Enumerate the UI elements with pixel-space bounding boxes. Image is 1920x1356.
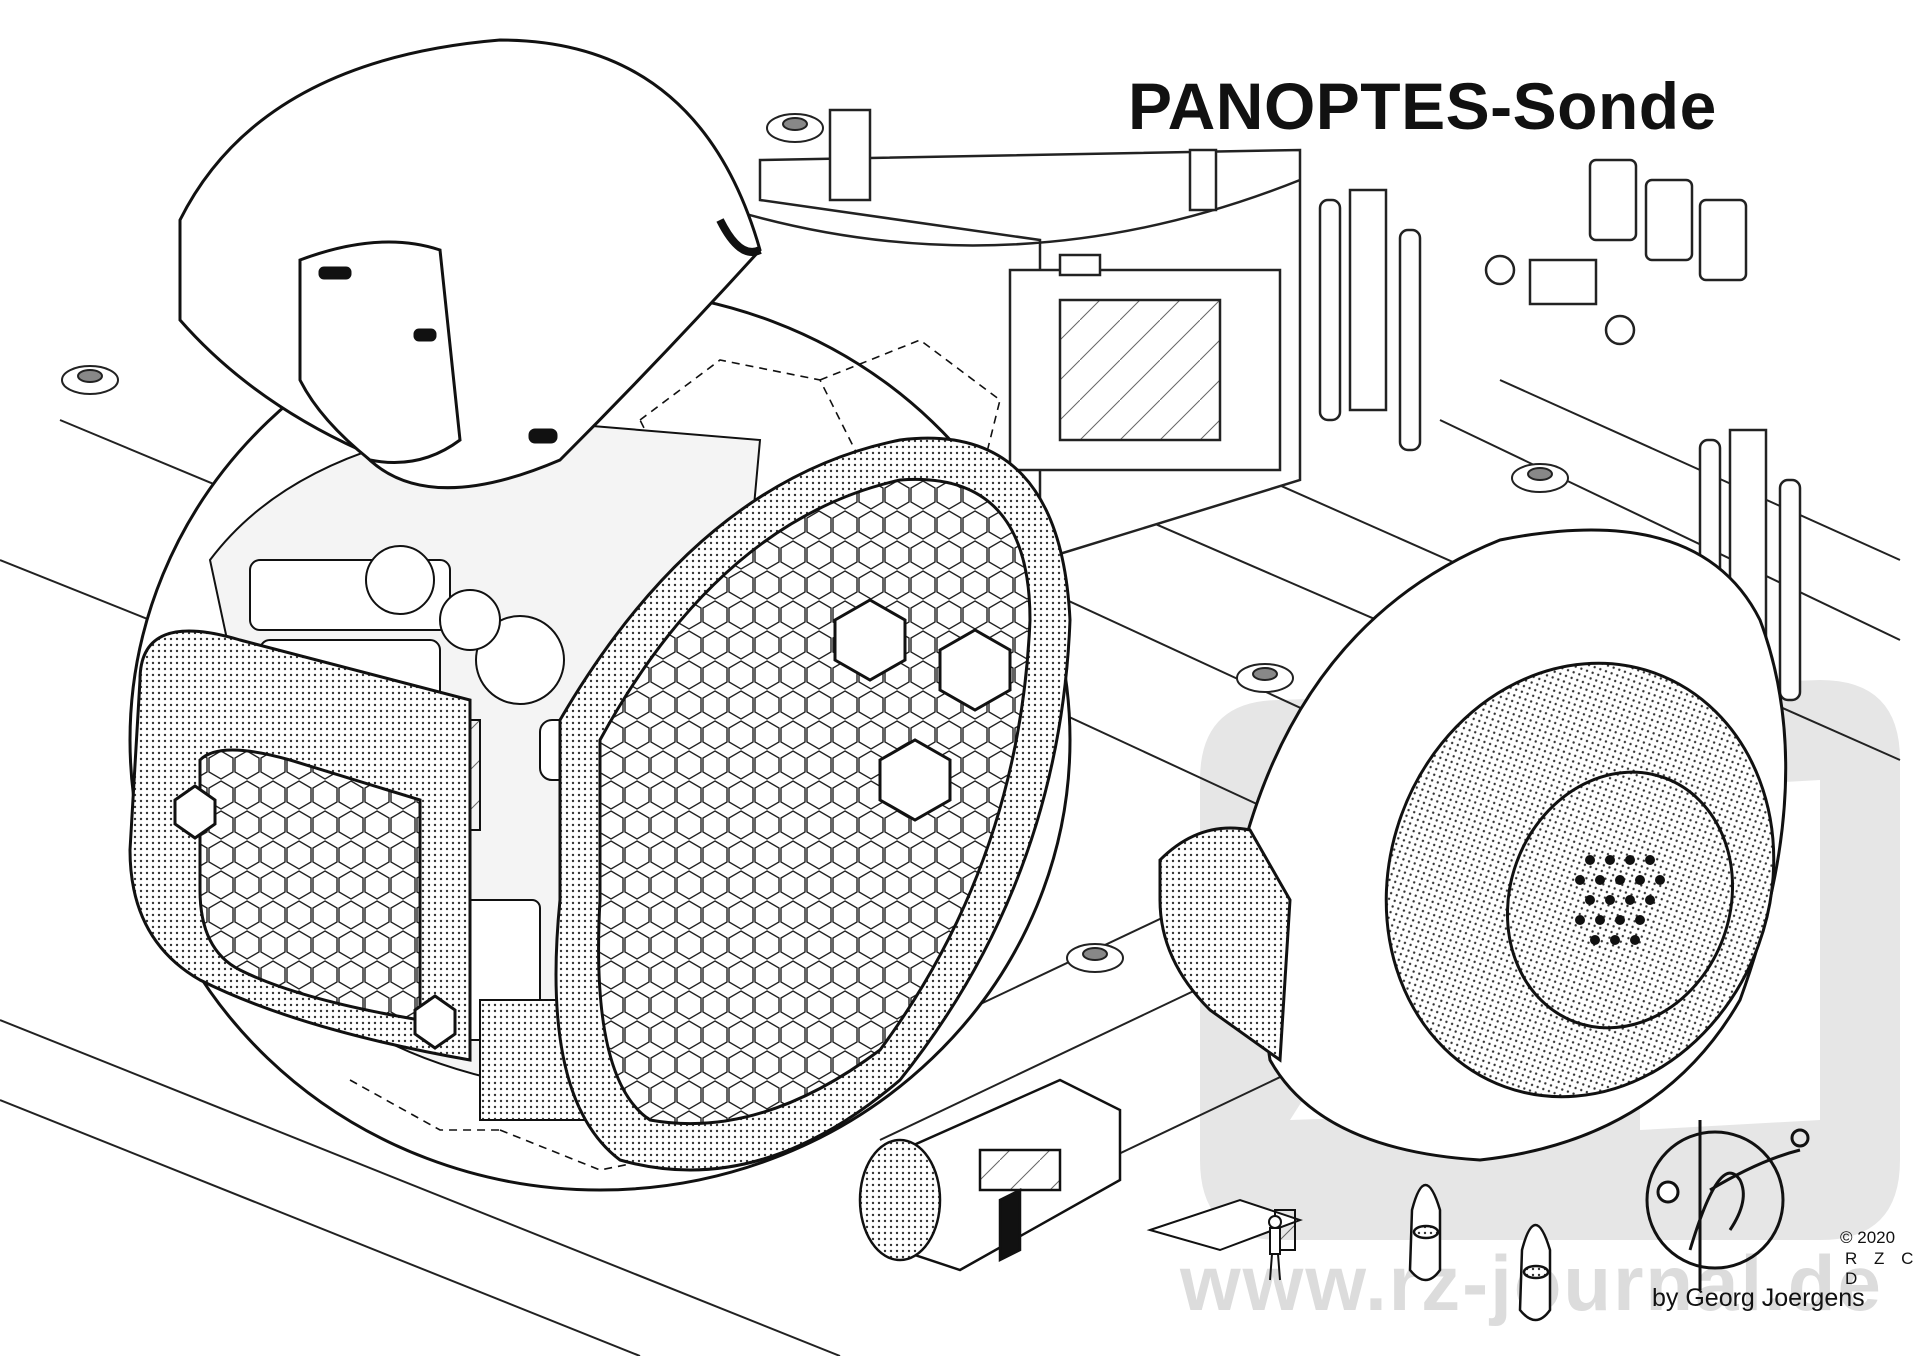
- artist-credit: by Georg Joergens: [1652, 1284, 1865, 1312]
- drone-left: [61, 365, 119, 395]
- tiny-human-figure: [1268, 1215, 1282, 1281]
- capsule-robot-left: [1408, 1184, 1442, 1282]
- drone-center: [1236, 663, 1294, 693]
- wall-panels: [1318, 158, 1802, 702]
- drone-top: [766, 113, 824, 143]
- signature-emblem: [1645, 1120, 1810, 1290]
- copyright-year: © 2020: [1840, 1228, 1896, 1247]
- copyright-organization: R Z C D: [1845, 1249, 1920, 1288]
- background-console: [699, 108, 1302, 562]
- ground-vehicle: [858, 1078, 1122, 1272]
- page-title: PANOPTES-Sonde: [1128, 69, 1717, 143]
- side-hull-panel: [128, 629, 472, 1062]
- drone-right: [1511, 463, 1569, 493]
- capsule-robot-right: [1518, 1224, 1552, 1322]
- top-hatch-cover: [178, 38, 762, 490]
- open-front-shell: [554, 436, 1072, 1172]
- drone-lower: [1066, 943, 1124, 973]
- detached-rear-shell: [1158, 528, 1788, 1162]
